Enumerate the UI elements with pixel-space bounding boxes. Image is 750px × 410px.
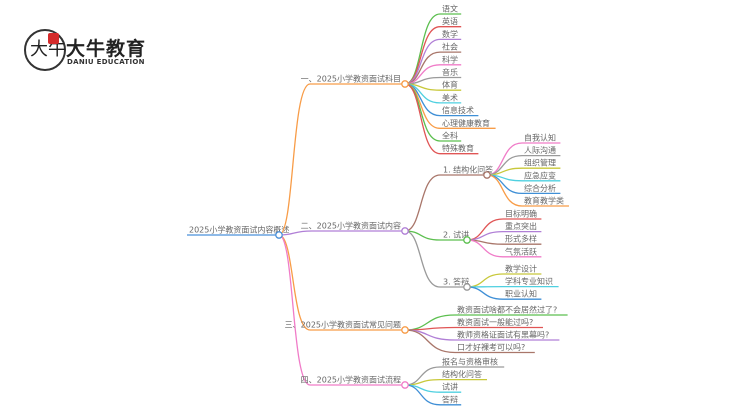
- content-item-connector: [466, 218, 504, 241]
- content-item-label: 重点突出: [505, 221, 537, 231]
- group-1-connector: [404, 174, 441, 232]
- group-3-connector: [404, 230, 441, 288]
- content-item-label: 职业认知: [505, 289, 537, 299]
- subject-item-label: 特殊教育: [442, 143, 474, 153]
- subject-item-label: 体育: [442, 80, 458, 90]
- process-item-label: 结构化问答: [442, 369, 482, 379]
- root-node: [275, 231, 283, 239]
- content-item-connector: [466, 239, 504, 258]
- subject-item-label: 音乐: [442, 67, 458, 77]
- branch-1-label: 一、2025小学教资面试科目: [301, 74, 401, 84]
- group-1-node: [483, 171, 491, 179]
- subject-item-connector: [404, 26, 441, 85]
- logo-seal-icon: [48, 33, 59, 44]
- branch-2-node: [401, 227, 409, 235]
- faq-item-label: 口才好裸考可以吗?: [457, 342, 525, 352]
- content-item-connector: [486, 174, 523, 207]
- process-item-connector: [404, 384, 441, 406]
- content-item-label: 气氛活跃: [505, 246, 537, 256]
- content-item-label: 学科专业知识: [505, 276, 553, 286]
- faq-item-connector: [404, 326, 456, 331]
- content-item-label: 人际沟通: [524, 145, 556, 155]
- process-item-connector: [404, 378, 441, 386]
- group-3-node: [463, 283, 471, 291]
- daniu-logo: 大牛 大牛教育 DANIU EDUCATION: [20, 27, 150, 75]
- logo-mark: 大牛: [30, 39, 66, 60]
- branch-4-node: [401, 381, 409, 389]
- branch-1-connector: [278, 83, 311, 236]
- branch-3-node: [401, 326, 409, 334]
- branch-3-label: 三、2025小学教资面试常见问题: [285, 320, 401, 330]
- branch-1-node: [401, 80, 409, 88]
- group-3-label: 3. 答辩: [443, 277, 469, 287]
- logo-text-en: DANIU EDUCATION: [67, 58, 145, 66]
- branch-3-connector: [278, 234, 311, 331]
- content-item-label: 组织管理: [524, 158, 556, 168]
- subject-item-connector: [404, 83, 441, 142]
- content-item-connector: [466, 273, 504, 288]
- faq-item-label: 教资面试啥都不会居然过了?: [457, 305, 557, 315]
- subject-item-label: 英语: [442, 16, 458, 26]
- branch-2-label: 二、2025小学教资面试内容: [301, 221, 401, 231]
- subject-item-label: 全科: [442, 131, 458, 141]
- subject-item-label: 心理健康教育: [442, 118, 490, 128]
- subject-item-label: 美术: [442, 92, 458, 102]
- content-item-label: 目标明确: [505, 209, 537, 219]
- subject-item-label: 信息技术: [442, 105, 474, 115]
- logo-text-cn: 大牛教育: [66, 38, 147, 60]
- content-item-label: 教学设计: [505, 264, 537, 274]
- faq-item-label: 教师资格证面试有黑幕吗?: [457, 330, 549, 340]
- faq-item-label: 教资面试一般能过吗?: [457, 317, 533, 327]
- branch-4-label: 四、2025小学教资面试流程: [301, 375, 401, 385]
- logo-bubble-icon: [24, 29, 66, 71]
- process-item-label: 报名与资格审核: [442, 357, 498, 367]
- content-item-label: 应急应变: [524, 170, 556, 180]
- subject-item-label: 数学: [442, 29, 458, 39]
- group-2-node: [463, 236, 471, 244]
- group-1-label: 1. 结构化问答: [443, 165, 493, 175]
- content-item-connector: [466, 286, 504, 300]
- subject-item-label: 科学: [442, 54, 458, 64]
- content-item-label: 综合分析: [524, 183, 556, 193]
- content-item-label: 自我认知: [524, 133, 556, 143]
- subject-item-label: 社会: [442, 42, 458, 52]
- faq-item-connector: [404, 329, 456, 354]
- process-item-label: 答辩: [442, 394, 458, 404]
- process-item-label: 试讲: [442, 382, 458, 392]
- branch-4-connector: [278, 234, 311, 386]
- content-item-label: 形式多样: [505, 234, 537, 244]
- subject-item-label: 语文: [442, 4, 458, 14]
- root-topic-label: 2025小学教资面试内容概述: [189, 225, 289, 235]
- group-2-label: 2. 试讲: [443, 230, 469, 240]
- content-item-label: 教育教学类: [524, 196, 564, 206]
- subject-item-connector: [404, 83, 441, 155]
